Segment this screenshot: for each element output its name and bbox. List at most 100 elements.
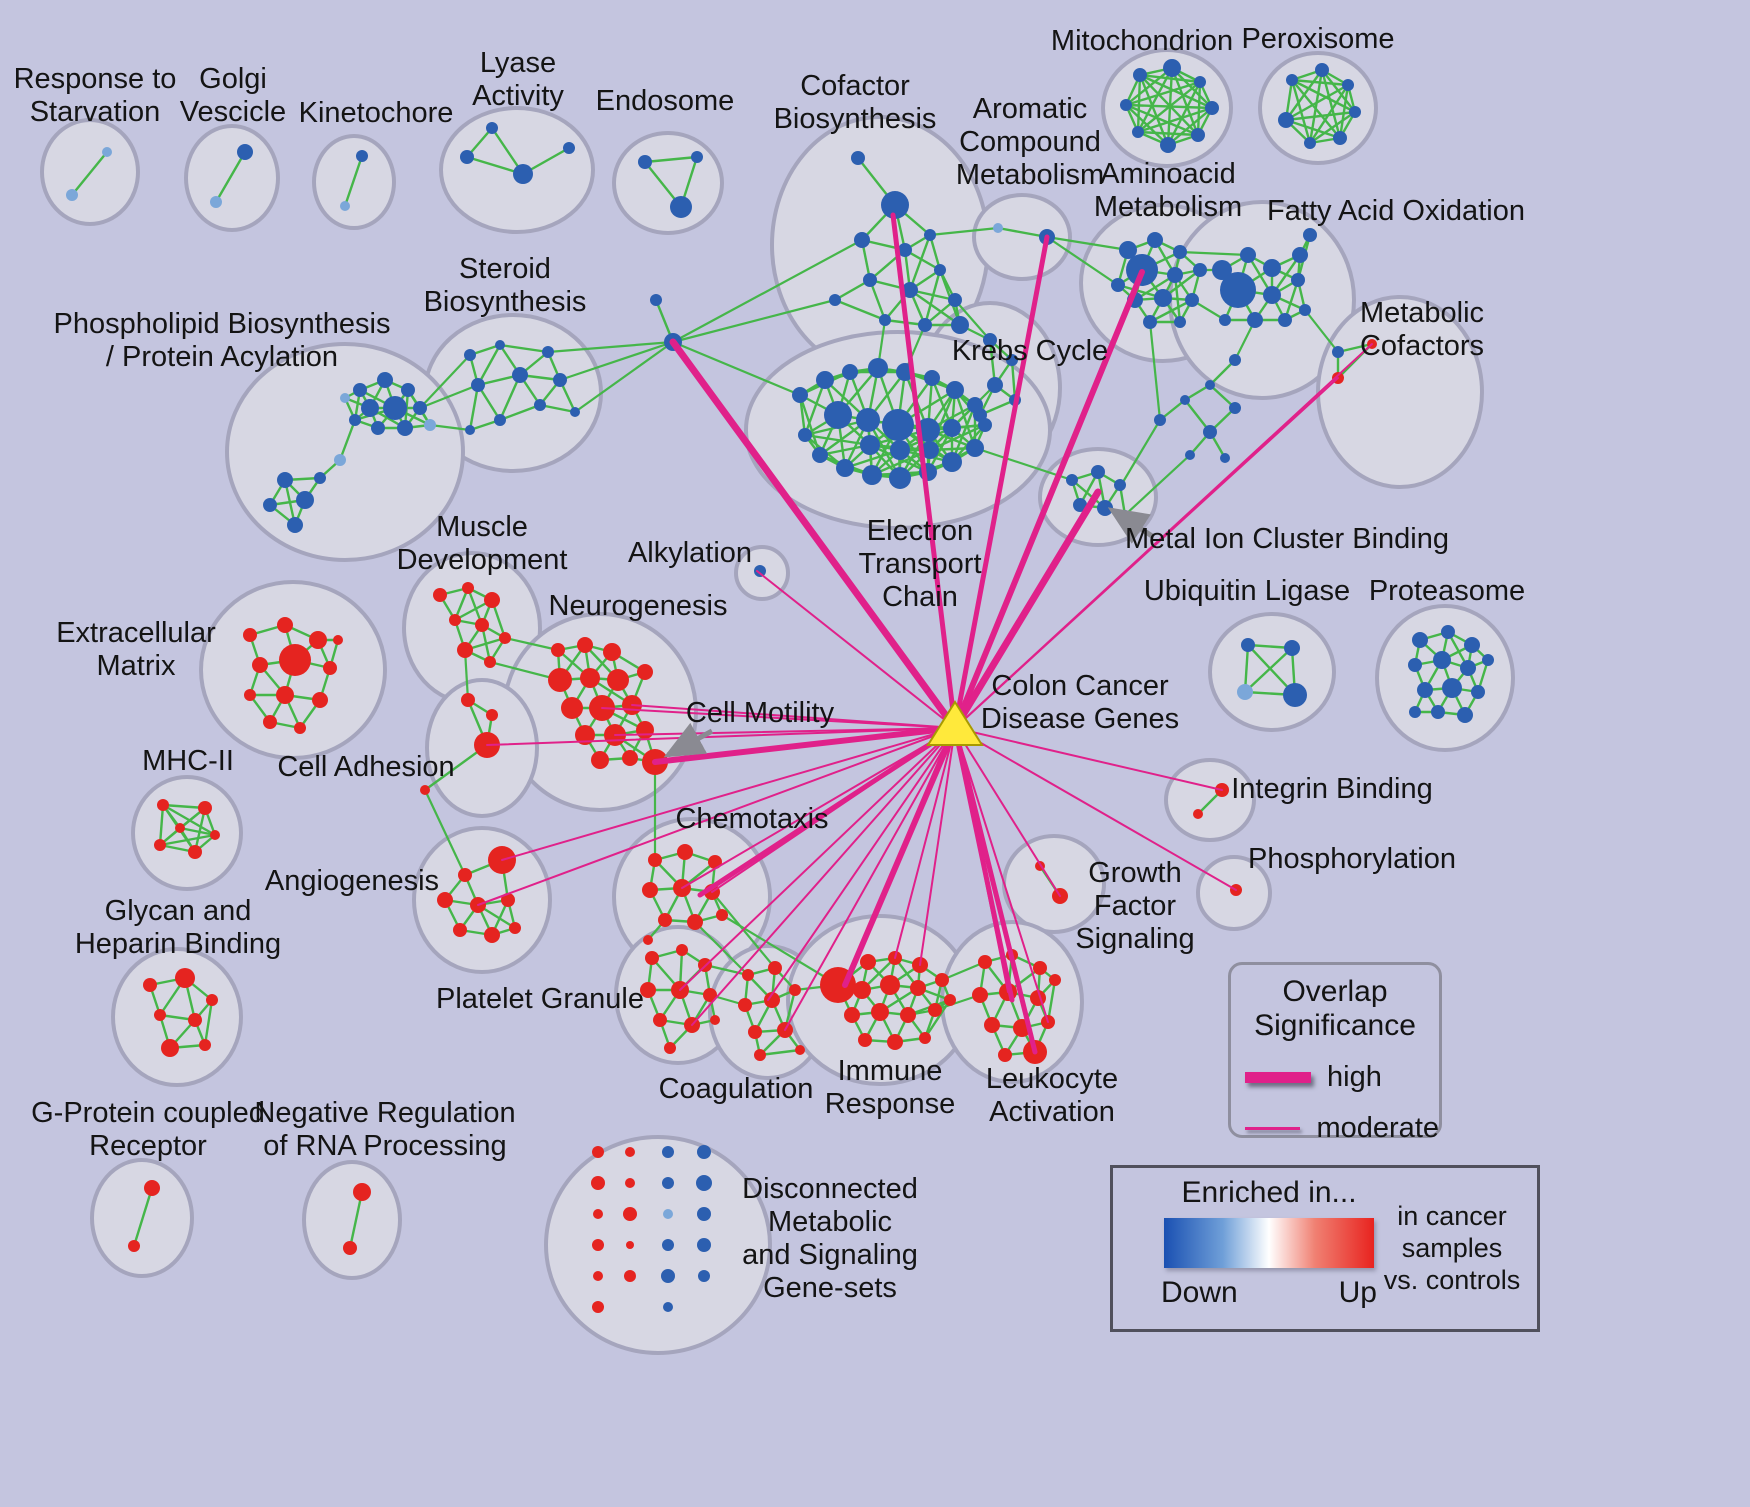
gene-set-node-fatty-acid-oxidation[interactable] — [1263, 286, 1281, 304]
gene-set-node-neurogenesis[interactable] — [637, 664, 653, 680]
gene-set-node-peroxisome[interactable] — [1286, 74, 1298, 86]
gene-set-node-disconnected-gene-sets[interactable] — [625, 1147, 635, 1157]
gene-set-node-extracellular-matrix[interactable] — [263, 715, 277, 729]
gene-set-node-disconnected-gene-sets[interactable] — [661, 1269, 675, 1283]
gene-set-node-electron-transport-chain[interactable] — [868, 358, 888, 378]
gene-set-node-lyase-activity[interactable] — [460, 150, 474, 164]
gene-set-node-neurogenesis[interactable] — [591, 751, 609, 769]
gene-set-node-lyase-activity[interactable] — [486, 122, 498, 134]
gene-set-node-disconnected-gene-sets[interactable] — [697, 1145, 711, 1159]
gene-set-node-metal-ion-cluster-binding[interactable] — [1097, 500, 1113, 516]
gene-set-node-cofactor-biosynthesis[interactable] — [829, 294, 841, 306]
gene-set-node-mitochondrion[interactable] — [1132, 126, 1144, 138]
gene-set-node-electron-transport-chain[interactable] — [798, 428, 812, 442]
gene-set-node-electron-transport-chain[interactable] — [860, 435, 880, 455]
gene-set-node-metabolic-cofactors[interactable] — [1332, 346, 1344, 358]
gene-set-node-proteasome[interactable] — [1431, 705, 1445, 719]
gene-set-node-chemotaxis[interactable] — [677, 844, 693, 860]
gene-set-node-proteasome[interactable] — [1417, 682, 1433, 698]
gene-set-node-extracellular-matrix[interactable] — [309, 631, 327, 649]
gene-set-node-cofactor-biosynthesis[interactable] — [934, 264, 946, 276]
gene-set-node-angiogenesis[interactable] — [437, 892, 453, 908]
gene-set-node-platelet-granule[interactable] — [653, 1013, 667, 1027]
gene-set-node-proteasome[interactable] — [1471, 685, 1485, 699]
gene-set-node-steroid-biosynthesis[interactable] — [464, 349, 476, 361]
gene-set-node-response-to-starvation[interactable] — [102, 147, 112, 157]
gene-set-node-phospholipid-protein-acylation[interactable] — [424, 419, 436, 431]
gene-set-node-metabolic-connector[interactable] — [1220, 453, 1230, 463]
gene-set-node-steroid-cofactor-connector[interactable] — [650, 294, 662, 306]
gene-set-node-electron-transport-chain[interactable] — [978, 418, 992, 432]
gene-set-node-disconnected-gene-sets[interactable] — [592, 1146, 604, 1158]
gene-set-node-ubiquitin-ligase[interactable] — [1284, 640, 1300, 656]
gene-set-node-g-protein-coupled-receptor[interactable] — [128, 1240, 140, 1252]
gene-set-node-fatty-acid-oxidation[interactable] — [1263, 259, 1281, 277]
gene-set-node-extracellular-matrix[interactable] — [279, 644, 311, 676]
gene-set-node-krebs-cycle[interactable] — [1006, 354, 1018, 366]
gene-set-node-neurogenesis[interactable] — [636, 721, 654, 739]
gene-set-node-phospholipid-protein-acylation[interactable] — [361, 399, 379, 417]
gene-set-node-proteasome[interactable] — [1409, 706, 1421, 718]
gene-set-node-disconnected-gene-sets[interactable] — [662, 1146, 674, 1158]
gene-set-node-neurogenesis[interactable] — [580, 668, 600, 688]
gene-set-node-peroxisome[interactable] — [1333, 131, 1347, 145]
gene-set-node-phospholipid-protein-acylation[interactable] — [383, 396, 407, 420]
gene-set-node-ubiquitin-ligase[interactable] — [1237, 684, 1253, 700]
gene-set-node-fatty-acid-oxidation[interactable] — [1247, 312, 1263, 328]
gene-set-node-disconnected-gene-sets[interactable] — [697, 1238, 711, 1252]
gene-set-node-aminoacid-metabolism[interactable] — [1167, 267, 1183, 283]
gene-set-node-electron-transport-chain[interactable] — [812, 447, 828, 463]
gene-set-node-extracellular-matrix[interactable] — [277, 617, 293, 633]
gene-set-node-steroid-biosynthesis[interactable] — [570, 407, 580, 417]
gene-set-node-steroid-biosynthesis[interactable] — [542, 346, 554, 358]
gene-set-node-neurogenesis[interactable] — [607, 669, 629, 691]
gene-set-node-immune-response[interactable] — [858, 1033, 872, 1047]
gene-set-node-cofactor-biosynthesis[interactable] — [863, 273, 877, 287]
gene-set-node-disconnected-gene-sets[interactable] — [696, 1175, 712, 1191]
gene-set-node-neurogenesis[interactable] — [622, 750, 638, 766]
gene-set-node-electron-transport-chain[interactable] — [946, 381, 964, 399]
gene-set-node-disconnected-gene-sets[interactable] — [662, 1239, 674, 1251]
gene-set-node-steroid-biosynthesis[interactable] — [495, 340, 505, 350]
gene-set-node-metal-ion-cluster-binding[interactable] — [1114, 479, 1126, 491]
gene-set-node-phospholipid-protein-acylation[interactable] — [334, 454, 346, 466]
gene-set-node-chemotaxis[interactable] — [643, 935, 653, 945]
gene-set-node-fatty-acid-oxidation[interactable] — [1212, 260, 1232, 280]
gene-set-node-fatty-acid-oxidation[interactable] — [1303, 228, 1317, 242]
gene-set-node-metal-ion-cluster-binding[interactable] — [1073, 498, 1087, 512]
gene-set-node-muscle-development[interactable] — [449, 614, 461, 626]
gene-set-node-platelet-granule[interactable] — [710, 1015, 720, 1025]
gene-set-node-angiogenesis[interactable] — [501, 893, 515, 907]
gene-set-node-fatty-acid-oxidation[interactable] — [1240, 247, 1256, 263]
gene-set-node-electron-transport-chain[interactable] — [882, 409, 914, 441]
gene-set-node-disconnected-gene-sets[interactable] — [698, 1270, 710, 1282]
gene-set-node-disconnected-gene-sets[interactable] — [663, 1209, 673, 1219]
gene-set-node-neurogenesis[interactable] — [575, 725, 595, 745]
gene-set-node-electron-transport-chain[interactable] — [856, 408, 880, 432]
gene-set-node-cofactor-biosynthesis[interactable] — [951, 316, 969, 334]
gene-set-node-chemotaxis[interactable] — [648, 853, 662, 867]
gene-set-node-leukocyte-activation[interactable] — [998, 1048, 1012, 1062]
gene-set-node-g-protein-coupled-receptor[interactable] — [144, 1180, 160, 1196]
gene-set-node-disconnected-gene-sets[interactable] — [697, 1207, 711, 1221]
gene-set-node-phospholipid-protein-acylation[interactable] — [377, 372, 393, 388]
gene-set-node-steroid-biosynthesis[interactable] — [494, 414, 506, 426]
gene-set-node-immune-response[interactable] — [860, 954, 876, 970]
gene-set-node-aminoacid-metabolism[interactable] — [1143, 315, 1157, 329]
gene-set-node-extracellular-matrix[interactable] — [294, 722, 306, 734]
gene-set-node-muscle-development[interactable] — [433, 588, 447, 602]
gene-set-node-mitochondrion[interactable] — [1160, 137, 1176, 153]
gene-set-node-steroid-biosynthesis[interactable] — [553, 373, 567, 387]
gene-set-node-steroid-biosynthesis[interactable] — [512, 367, 528, 383]
gene-set-node-glycan-heparin-binding[interactable] — [175, 968, 195, 988]
gene-set-node-electron-transport-chain[interactable] — [842, 364, 858, 380]
gene-set-node-electron-transport-chain[interactable] — [890, 440, 910, 460]
gene-set-node-glycan-heparin-binding[interactable] — [199, 1039, 211, 1051]
gene-set-node-immune-response[interactable] — [887, 1034, 903, 1050]
gene-set-node-steroid-biosynthesis[interactable] — [471, 378, 485, 392]
gene-set-node-neurogenesis[interactable] — [551, 643, 565, 657]
gene-set-node-mitochondrion[interactable] — [1194, 76, 1206, 88]
gene-set-node-glycan-heparin-binding[interactable] — [143, 978, 157, 992]
gene-set-node-kinetochore[interactable] — [356, 150, 368, 162]
gene-set-node-electron-transport-chain[interactable] — [792, 387, 808, 403]
